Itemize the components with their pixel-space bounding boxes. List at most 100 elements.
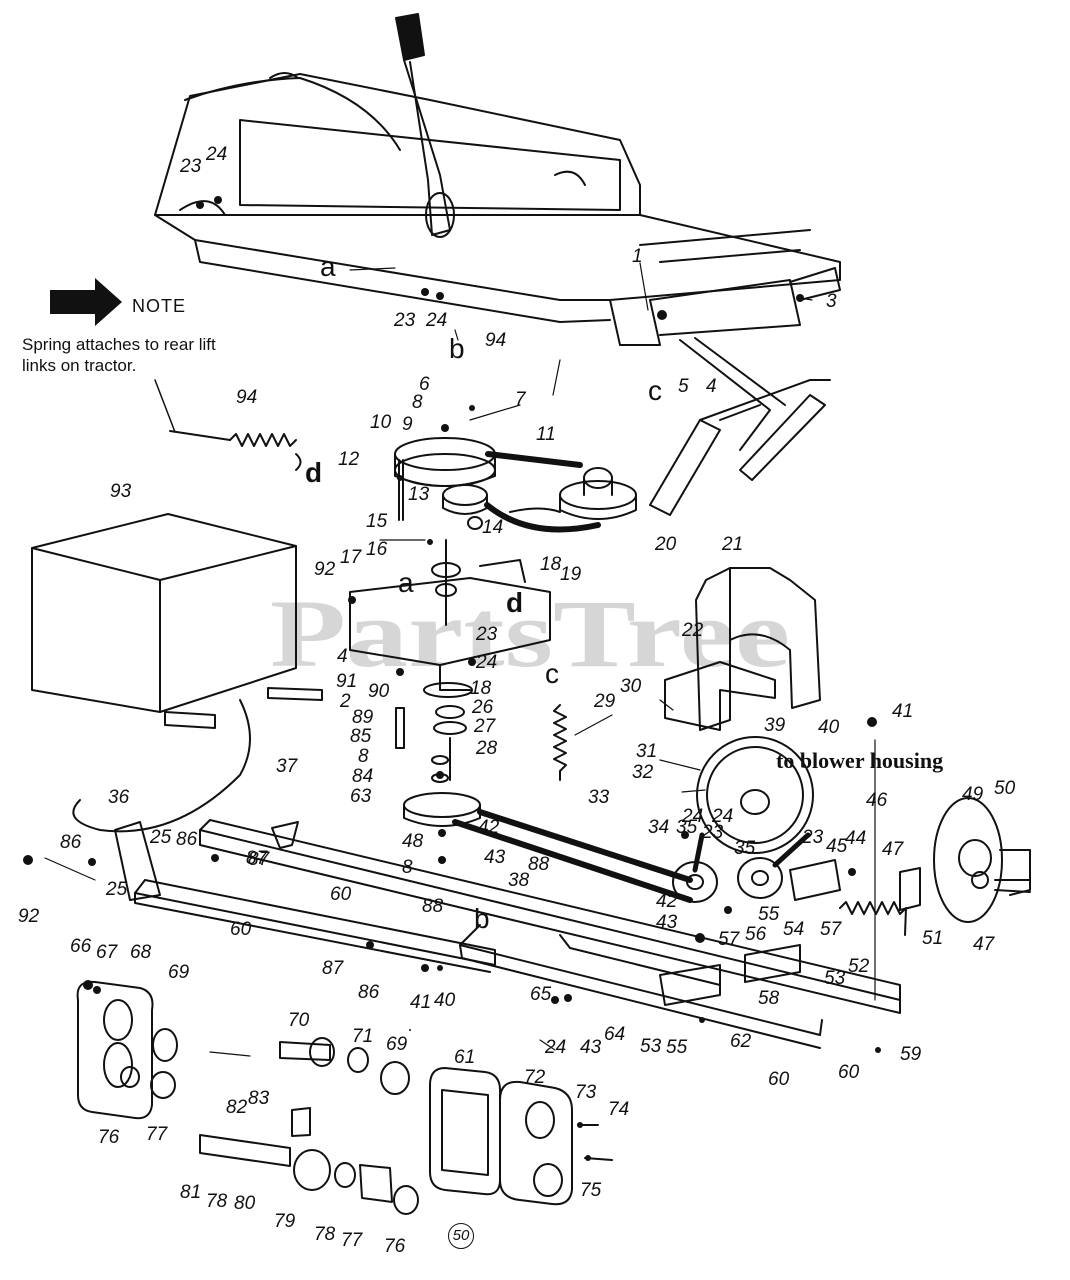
callout-number: 57	[820, 919, 843, 940]
note-arrow-icon	[50, 278, 122, 326]
callout-number: 4	[706, 376, 717, 397]
callout-number: 13	[408, 484, 430, 505]
callout-number: 77	[146, 1124, 169, 1145]
ref-letter: b	[449, 333, 465, 364]
callout-number: 26	[471, 697, 494, 718]
spring-29	[553, 704, 567, 781]
callout-number: 81	[180, 1182, 201, 1203]
callout-number: 55	[666, 1037, 688, 1058]
gearbox-right	[429, 1067, 613, 1206]
callout-number: 82	[226, 1097, 248, 1118]
callout-number: 25	[105, 879, 128, 900]
callout-number: 40	[434, 990, 456, 1011]
callout-number: 68	[130, 942, 152, 963]
lift-lever	[395, 13, 455, 238]
shaft-components	[199, 1037, 419, 1215]
callout-number: 57	[718, 929, 741, 950]
callout-number: 65	[530, 984, 552, 1005]
ref-letter: b	[474, 903, 490, 934]
callout-number: 35	[734, 838, 756, 859]
callout-number: 87	[248, 849, 271, 870]
callout-number: 24	[205, 144, 227, 165]
callout-number: 75	[580, 1180, 602, 1201]
note-title: NOTE	[132, 296, 187, 316]
callout-number: 86	[176, 829, 198, 850]
callout-number: 24	[425, 310, 447, 331]
callout-number: 60	[768, 1069, 790, 1090]
callout-number: 28	[475, 738, 498, 759]
center-bracket	[349, 539, 551, 691]
callout-number: 86	[60, 832, 82, 853]
callout-number: 23	[475, 624, 498, 645]
callout-number: 60	[838, 1062, 860, 1083]
callout-number: 48	[402, 831, 424, 852]
callout-number: 64	[604, 1024, 625, 1045]
ref-letter: a	[398, 567, 414, 598]
callout-number: 89	[352, 707, 374, 728]
callout-number: 94	[236, 387, 257, 408]
upper-pulley-assembly	[394, 437, 637, 533]
callout-number: 9	[402, 414, 413, 435]
callout-number: 60	[230, 919, 252, 940]
callout-number: 79	[274, 1211, 296, 1232]
callout-number: 69	[386, 1034, 408, 1055]
callout-number: 41	[892, 701, 913, 722]
callout-number: 19	[560, 564, 582, 585]
callout-number: 92	[314, 559, 336, 580]
callout-number: 69	[168, 962, 190, 983]
callout-number: 78	[206, 1191, 228, 1212]
lower-shaft-stack	[395, 682, 473, 783]
callout-number: 46	[866, 790, 888, 811]
callout-number: 6	[419, 374, 430, 395]
ref-letter: d	[305, 457, 322, 488]
callout-number: 60	[330, 884, 352, 905]
blower-housing-label: to blower housing	[776, 748, 944, 773]
belt-guard	[664, 567, 821, 731]
ref-letter: c	[648, 375, 662, 406]
callout-number: 37	[276, 756, 299, 777]
callout-number: 40	[818, 717, 840, 738]
callout-number: 92	[18, 906, 40, 927]
callout-number: 25	[149, 827, 172, 848]
callout-number: 23	[393, 310, 416, 331]
callout-number: 87	[246, 848, 269, 869]
callout-number: 2	[339, 691, 351, 712]
callout-number: 4	[337, 646, 348, 667]
callout-number: 30	[620, 676, 642, 697]
callout-number: 11	[536, 424, 556, 445]
callout-number: 33	[588, 787, 610, 808]
callout-number: 8	[412, 392, 423, 413]
callout-number: 63	[350, 786, 372, 807]
callout-number: 90	[368, 681, 390, 702]
callout-number: 23	[701, 822, 724, 843]
callout-number: 12	[338, 449, 360, 470]
callout-number: 18	[470, 678, 492, 699]
watermark: PartsTree	[270, 580, 790, 687]
callout-number: 47	[882, 839, 905, 860]
callout-number: 10	[370, 412, 392, 433]
callout-number: 27	[473, 716, 497, 737]
callout-number: 18	[540, 554, 562, 575]
callout-number: 77	[341, 1230, 364, 1251]
callout-number: 94	[485, 330, 506, 351]
callout-number: 45	[826, 836, 848, 857]
tractor-frame	[154, 72, 841, 346]
callout-number: 5	[678, 376, 689, 397]
bracket-37	[271, 821, 299, 849]
callout-number: 8	[358, 746, 369, 767]
callout-number: 80	[234, 1193, 256, 1214]
gearbox-left	[76, 980, 178, 1120]
callout-number: 88	[528, 854, 550, 875]
reference-letters: a b c d a d c b	[305, 251, 662, 934]
callout-number: 67	[96, 942, 119, 963]
callout-number: 85	[350, 726, 372, 747]
callout-number: 62	[730, 1031, 752, 1052]
callout-number: 38	[508, 870, 530, 891]
callout-number: 87	[322, 958, 345, 979]
callout-number: 61	[454, 1047, 475, 1068]
leader-lines	[44, 262, 876, 1057]
note-text: Spring attaches to rear lift links on tr…	[22, 335, 216, 375]
blower-pulley	[692, 736, 814, 873]
